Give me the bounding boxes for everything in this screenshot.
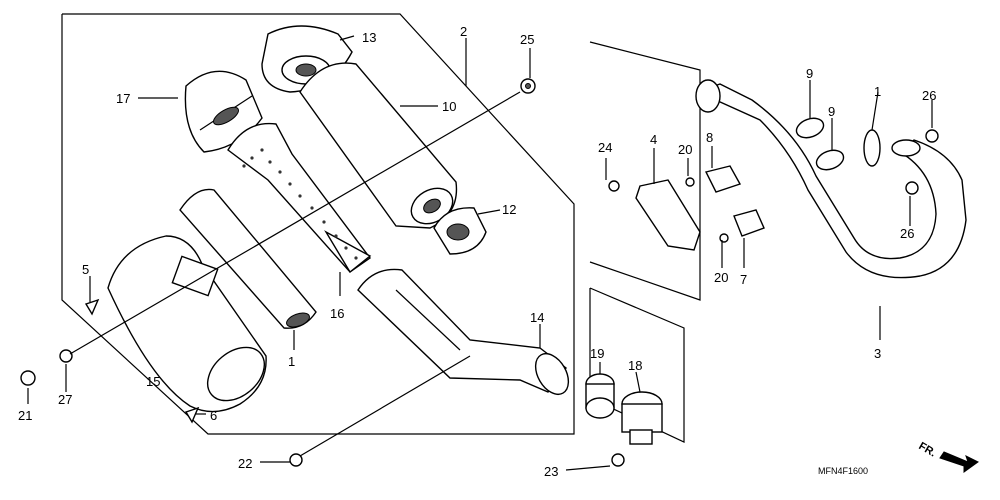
stay-bracket-upper — [704, 165, 742, 193]
label-part-13: 13 — [362, 30, 376, 45]
label-part-18: 18 — [628, 358, 642, 373]
muffler-body-part — [107, 235, 267, 413]
band-assembly-outline — [589, 287, 685, 443]
bracket-plate-part — [635, 179, 701, 251]
label-part-10: 10 — [442, 99, 456, 114]
label-part-4: 4 — [650, 132, 657, 147]
exhaust-pipe-part — [695, 79, 967, 279]
label-part-2: 2 — [460, 24, 467, 39]
outer-sleeve-part — [299, 62, 458, 229]
connecting-pipe-part — [357, 268, 570, 395]
label-part-20-upper: 20 — [678, 142, 692, 157]
clamp-part-lower — [815, 149, 845, 171]
exhaust-pipe-outline — [589, 41, 701, 301]
label-part-21: 21 — [18, 408, 32, 423]
muffler-band-part — [621, 391, 663, 445]
label-part-27: 27 — [58, 392, 72, 407]
label-part-9-lower: 9 — [828, 104, 835, 119]
gasket-part — [863, 129, 881, 167]
label-part-26-upper: 26 — [922, 88, 936, 103]
stay-bracket-lower — [733, 209, 765, 237]
label-part-1: 1 — [874, 84, 881, 99]
label-part-6: 6 — [210, 408, 217, 423]
label-part-16: 16 — [330, 306, 344, 321]
label-part-8: 8 — [706, 130, 713, 145]
label-part-20-lower: 20 — [714, 270, 728, 285]
label-part-11: 1 — [288, 354, 295, 369]
packing-tube-part — [179, 188, 317, 329]
label-part-9-upper: 9 — [806, 66, 813, 81]
muffler-assembly-outline — [61, 13, 575, 435]
label-part-26-lower: 26 — [900, 226, 914, 241]
diagram-code: MFN4F1600 — [818, 466, 868, 476]
label-part-5: 5 — [82, 262, 89, 277]
label-part-23: 23 — [544, 464, 558, 479]
label-part-24: 24 — [598, 140, 612, 155]
leader-lines — [27, 35, 933, 471]
clamp-part-upper — [795, 117, 825, 139]
label-part-7: 7 — [740, 272, 747, 287]
label-part-14: 14 — [530, 310, 544, 325]
label-part-12: 12 — [502, 202, 516, 217]
front-marker-label: FR. — [917, 440, 938, 459]
label-part-3: 3 — [874, 346, 881, 361]
collar-part — [585, 373, 615, 419]
front-arrow-icon — [939, 451, 979, 473]
front-direction-marker: FR. — [917, 440, 979, 473]
perforated-tube-part — [227, 122, 372, 274]
label-part-15: 15 — [146, 374, 160, 389]
fasteners — [20, 78, 939, 467]
label-part-25: 25 — [520, 32, 534, 47]
label-part-17: 17 — [116, 91, 130, 106]
label-part-19: 19 — [590, 346, 604, 361]
label-part-22: 22 — [238, 456, 252, 471]
end-collar-part — [433, 207, 487, 255]
